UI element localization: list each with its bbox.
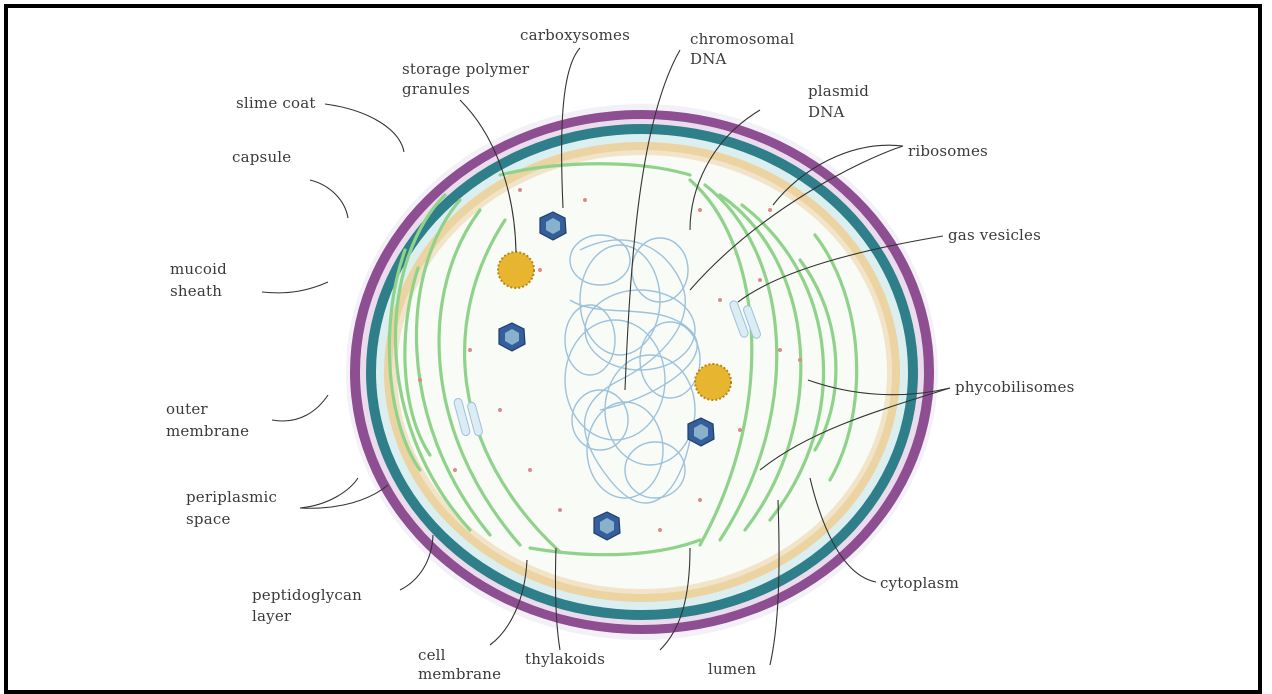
label-peptidoglycan-layer-line1: peptidoglycan — [252, 586, 362, 604]
label-chromosomal-dna-line2: DNA — [690, 50, 727, 68]
label-lumen: lumen — [708, 660, 756, 678]
label-cell-membrane-line2: membrane — [418, 665, 501, 680]
label-phycobilisomes: phycobilisomes — [955, 378, 1075, 396]
label-gas-vesicles: gas vesicles — [948, 226, 1041, 244]
label-chromosomal-dna-line1: chromosomal — [690, 30, 794, 48]
label-peptidoglycan-layer-line2: layer — [252, 607, 292, 625]
label-outer-membrane-line2: membrane — [166, 422, 249, 440]
label-slime-coat: slime coat — [236, 94, 316, 112]
label-ribosomes: ribosomes — [908, 142, 988, 160]
label-thylakoids: thylakoids — [525, 650, 605, 668]
label-carboxysomes: carboxysomes — [520, 26, 630, 44]
label-storage-polymer-granules-line1: storage polymer — [402, 60, 530, 78]
label-cell-membrane-line1: cell — [418, 646, 446, 664]
label-mucoid-sheath-line1: mucoid — [170, 260, 227, 278]
label-storage-polymer-granules-line2: granules — [402, 80, 470, 98]
label-periplasmic-space-line1: periplasmic — [186, 488, 277, 506]
label-plasmid-dna-line2: DNA — [808, 103, 845, 121]
label-capsule: capsule — [232, 148, 291, 166]
label-plasmid-dna-line1: plasmid — [808, 82, 869, 100]
label-periplasmic-space-line2: space — [186, 510, 231, 528]
label-outer-membrane-line1: outer — [166, 400, 208, 418]
cyanobacterium-diagram: carboxysomes chromosomal DNA storage pol… — [0, 0, 1272, 680]
label-cytoplasm: cytoplasm — [880, 574, 959, 592]
label-mucoid-sheath-line2: sheath — [170, 282, 222, 300]
